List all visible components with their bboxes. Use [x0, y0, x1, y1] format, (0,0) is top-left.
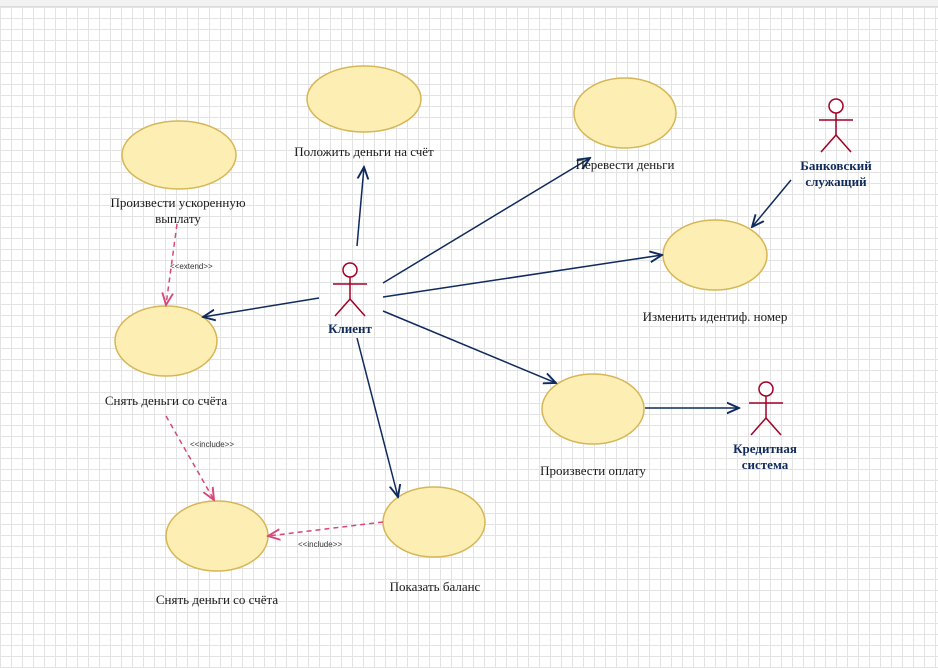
label-credit-system-2: система — [741, 457, 789, 472]
usecase-withdraw-2[interactable] — [165, 500, 269, 572]
usecase-payment[interactable] — [541, 373, 645, 445]
assoc-client-withdraw[interactable] — [203, 297, 320, 317]
usecase-deposit[interactable] — [306, 65, 422, 133]
stereotype-include-2: <<include>> — [298, 540, 343, 549]
assoc-client-transfer[interactable] — [382, 158, 590, 284]
extend-arrow[interactable] — [166, 223, 178, 305]
label-withdraw-1: Снять деньги со счёта — [104, 393, 228, 408]
assoc-client-change-pin[interactable] — [382, 255, 662, 298]
label-withdraw-2: Снять деньги со счёта — [155, 592, 279, 607]
usecase-change-pin[interactable] — [662, 219, 768, 291]
assoc-client-payment[interactable] — [382, 310, 556, 383]
label-bank-employee-2: служащий — [805, 174, 867, 189]
usecase-express-payout[interactable] — [121, 120, 237, 190]
assoc-client-deposit[interactable] — [356, 167, 364, 247]
stereotype-extend: <<extend>> — [170, 262, 213, 271]
actor-client-icon[interactable] — [333, 262, 367, 317]
label-express-payout-1: Произвести ускоренную — [110, 195, 246, 210]
label-credit-system-1: Кредитная — [733, 441, 797, 456]
label-show-balance: Показать баланс — [389, 579, 481, 594]
label-express-payout-2: выплату — [155, 211, 201, 226]
assoc-client-balance[interactable] — [356, 337, 398, 497]
top-bar — [0, 0, 938, 6]
include-arrow-withdraw[interactable] — [165, 415, 214, 500]
label-deposit: Положить деньги на счёт — [294, 144, 434, 159]
usecase-show-balance[interactable] — [382, 486, 486, 558]
label-client: Клиент — [328, 321, 372, 336]
include-arrow-balance[interactable] — [268, 521, 384, 536]
label-bank-employee-1: Банковский — [800, 158, 872, 173]
label-payment: Произвести оплату — [540, 463, 646, 478]
label-transfer: Перевести деньги — [575, 157, 675, 172]
assoc-bank-change-pin[interactable] — [752, 179, 792, 227]
actor-credit-system-icon[interactable] — [749, 381, 783, 436]
actor-bank-employee-icon[interactable] — [819, 98, 853, 153]
diagram-canvas[interactable] — [0, 6, 938, 668]
stereotype-include-1: <<include>> — [190, 440, 235, 449]
usecase-withdraw-1[interactable] — [114, 305, 218, 377]
label-change-pin: Изменить идентиф. номер — [642, 309, 788, 324]
usecase-transfer[interactable] — [573, 77, 677, 149]
